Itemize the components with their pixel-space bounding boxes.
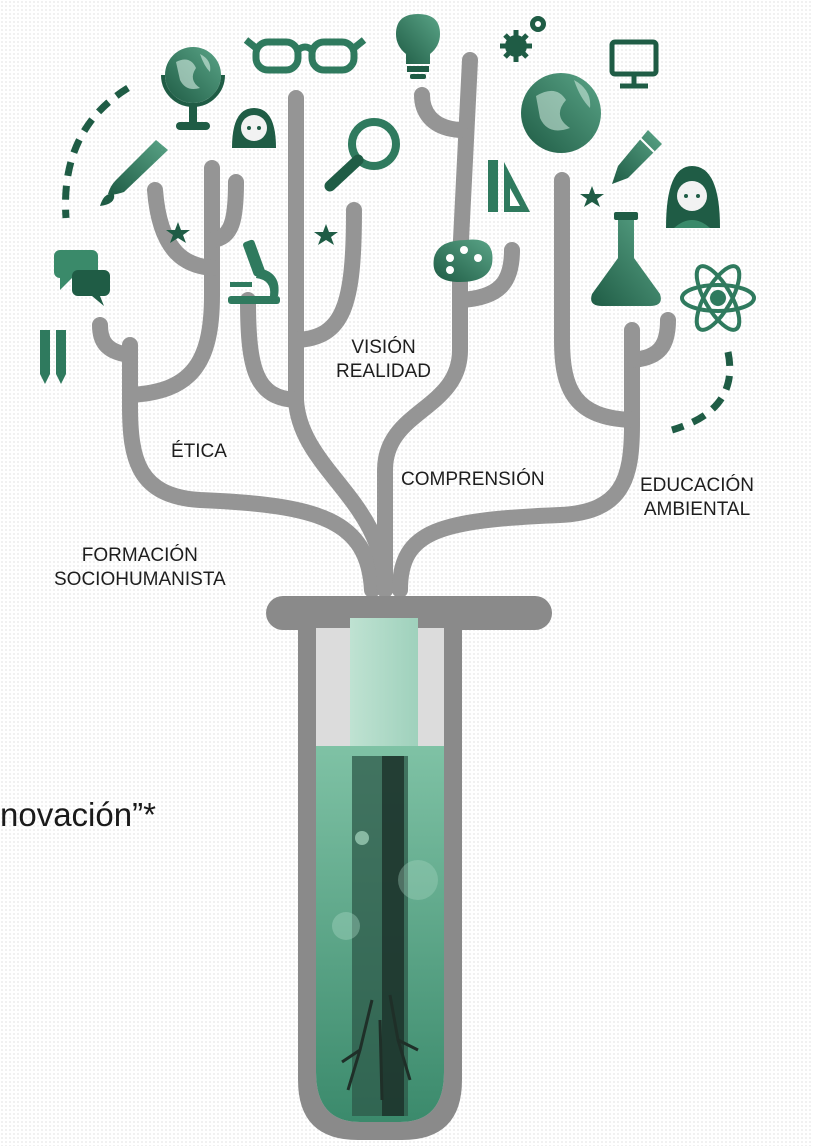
label-comprension: COMPRENSIÓN [401,469,545,490]
dashed-arc-left [62,85,130,219]
label-realidad: REALIDAD [336,361,432,382]
flask-icon [591,212,661,306]
label-sociohumanista: SOCIOHUMANISTA [54,569,226,590]
student-girl-icon [232,108,276,148]
label-etica: ÉTICA [171,441,227,462]
magnifier-icon [324,118,400,192]
star-icon [166,186,604,245]
chat-bubbles-icon [54,250,110,306]
tree-branches [92,52,676,598]
pencil-icon [612,130,662,184]
globe-icon [161,47,225,130]
atom-icon [680,264,756,332]
palette-icon [433,239,493,282]
paintbrush-icon [100,140,168,206]
student-icon [666,166,720,228]
label-vision-realidad: VISIÓN REALIDAD [336,336,431,384]
dashed-arc-right [671,351,734,434]
set-square-icon [488,160,530,212]
body-text-fragment: novación”* [0,796,156,833]
label-formacion: FORMACIÓN [81,545,198,566]
label-vision: VISIÓN [351,337,416,358]
monitor-icon [609,39,659,89]
label-formacion-sociohumanista: FORMACIÓN SOCIOHUMANISTA [54,544,226,592]
label-educacion: EDUCACIÓN [640,475,755,496]
globe-icon-large [521,73,601,153]
label-ambiental: AMBIENTAL [643,499,751,520]
microscope-icon [228,239,280,304]
lightbulb-icon [396,14,440,79]
test-tube [266,596,552,1140]
label-educacion-ambiental: EDUCACIÓN AMBIENTAL [640,474,754,522]
gears-icon [500,16,546,62]
pens-icon [40,330,66,384]
glasses-icon [243,37,367,74]
